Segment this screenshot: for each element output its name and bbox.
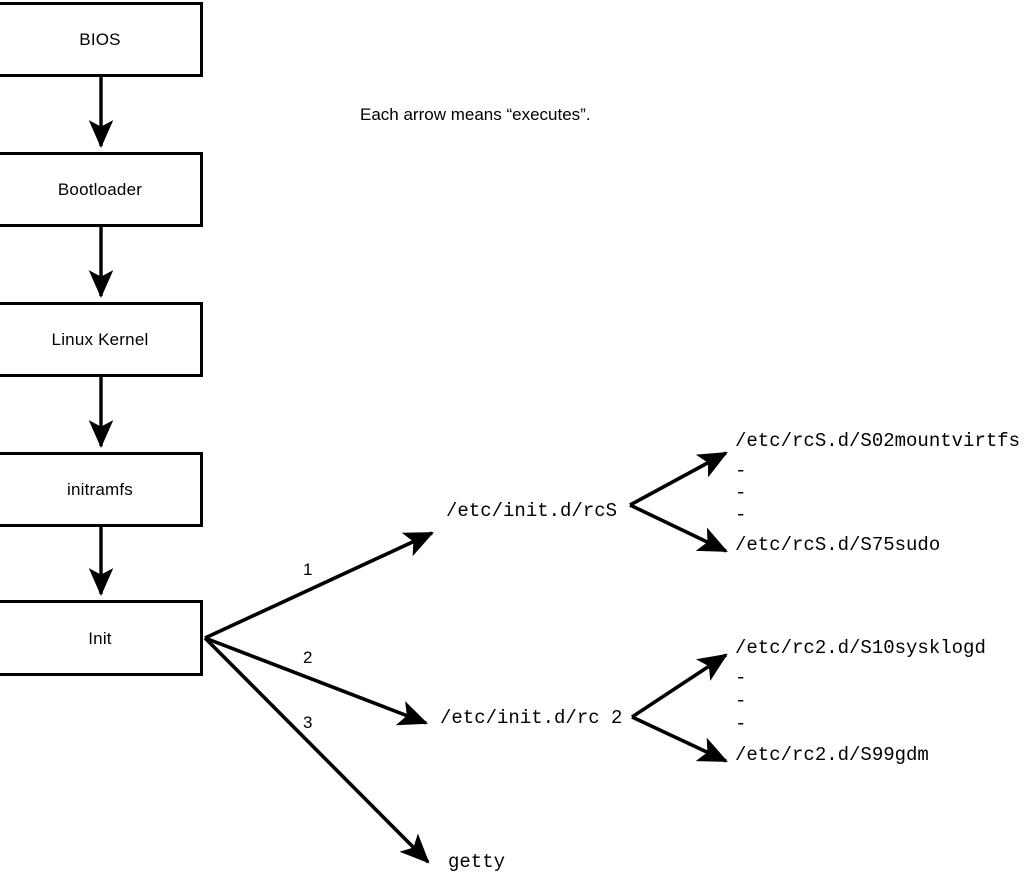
node-bootloader: Bootloader: [0, 152, 203, 227]
node-initramfs: initramfs: [0, 452, 203, 527]
rc2-ellipsis-2: -: [735, 690, 747, 712]
node-initramfs-label: initramfs: [66, 480, 134, 499]
node-init-label: Init: [88, 628, 112, 648]
rc2-ellipsis-3: -: [735, 713, 747, 735]
rc2-fork-arrows: [631, 653, 728, 763]
legend-note: Each arrow means “executes”.: [360, 105, 591, 124]
rcs-script-last: /etc/rcS.d/S75sudo: [735, 534, 941, 556]
branch-label-rc2: /etc/init.d/rc 2: [440, 707, 623, 729]
branch-number-1: 1: [303, 560, 313, 579]
node-init: Init: [0, 600, 203, 676]
branch-label-getty: getty: [448, 851, 506, 873]
rc2-script-last: /etc/rc2.d/S99gdm: [735, 744, 929, 766]
branch-label-rcs: /etc/init.d/rcS: [446, 500, 618, 522]
init-branch-arrows: [203, 531, 434, 864]
node-linux-kernel-label: Linux Kernel: [51, 330, 149, 349]
rcs-ellipsis-1: -: [735, 460, 747, 482]
node-linux-kernel: Linux Kernel: [0, 302, 203, 377]
rcs-ellipsis-2: -: [735, 482, 747, 504]
rcs-script-first: /etc/rcS.d/S02mountvirtfs: [735, 430, 1021, 452]
node-bios: BIOS: [0, 2, 203, 77]
rc2-script-first: /etc/rc2.d/S10sysklogd: [735, 637, 986, 659]
node-bootloader-label: Bootloader: [57, 180, 143, 199]
branch-number-3: 3: [303, 713, 313, 732]
node-bios-label: BIOS: [79, 30, 121, 49]
rc2-ellipsis-1: -: [735, 667, 747, 689]
rcs-fork-arrows: [629, 451, 728, 553]
branch-number-2: 2: [303, 648, 313, 667]
rcs-ellipsis-3: -: [735, 504, 747, 526]
